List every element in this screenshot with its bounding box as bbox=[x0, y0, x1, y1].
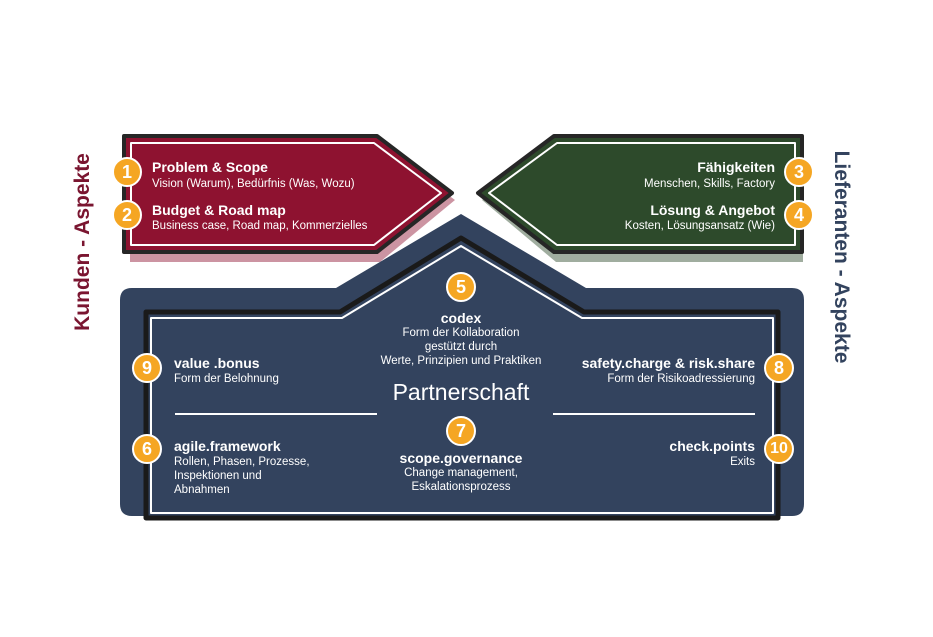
safety-charge-title: safety.charge & risk.share bbox=[581, 355, 755, 371]
codex-line-2: gestützt durch bbox=[424, 341, 498, 353]
customer-aspects-label: Kunden - Aspekte bbox=[71, 153, 94, 331]
scope-governance-line-1: Change management, bbox=[404, 467, 518, 479]
check-points-subtitle: Exits bbox=[730, 456, 755, 468]
badge-4: 4 bbox=[784, 200, 814, 230]
badge-2: 2 bbox=[112, 200, 142, 230]
partnership-house-outline-dark bbox=[143, 235, 781, 521]
partnership-house bbox=[120, 214, 804, 516]
badge-5: 5 bbox=[446, 272, 476, 302]
scope-governance-line-2: Eskalationsprozess bbox=[411, 481, 511, 493]
codex-line-1: Form der Kollaboration bbox=[402, 327, 520, 339]
value-bonus-subtitle: Form der Belohnung bbox=[174, 373, 279, 385]
faehigkeiten-subtitle: Menschen, Skills, Factory bbox=[643, 178, 775, 190]
codex-line-3: Werte, Prinzipien und Praktiken bbox=[380, 355, 542, 367]
partnership-house-outline-white bbox=[150, 245, 774, 514]
problem-scope-title: Problem & Scope bbox=[152, 159, 268, 175]
badge-8: 8 bbox=[764, 353, 794, 383]
agile-framework-line-1: Rollen, Phasen, Prozesse, bbox=[174, 456, 310, 468]
customer-arrow bbox=[122, 134, 454, 254]
badge-10: 10 bbox=[764, 434, 794, 464]
problem-scope-subtitle: Vision (Warum), Bedürfnis (Was, Wozu) bbox=[152, 178, 355, 190]
agile-framework-line-3: Abnahmen bbox=[174, 484, 230, 496]
badge-9: 9 bbox=[132, 353, 162, 383]
badge-7: 7 bbox=[446, 416, 476, 446]
supplier-arrow bbox=[476, 134, 804, 254]
partnerschaft-title: Partnerschaft bbox=[392, 379, 530, 405]
codex-title: codex bbox=[440, 310, 482, 326]
badge-6: 6 bbox=[132, 434, 162, 464]
badge-1: 1 bbox=[112, 157, 142, 187]
badge-3: 3 bbox=[784, 157, 814, 187]
agile-framework-line-2: Inspektionen und bbox=[174, 470, 262, 482]
budget-roadmap-subtitle: Business case, Road map, Kommerzielles bbox=[152, 220, 368, 232]
safety-charge-subtitle: Form der Risikoadressierung bbox=[607, 373, 755, 385]
loesung-angebot-subtitle: Kosten, Lösungsansatz (Wie) bbox=[624, 220, 775, 232]
supplier-aspects-label: Lieferanten - Aspekte bbox=[830, 150, 853, 364]
value-bonus-title: value .bonus bbox=[174, 355, 260, 371]
divider-left bbox=[175, 413, 377, 415]
divider-right bbox=[553, 413, 755, 415]
agile-framework-title: agile.framework bbox=[174, 438, 281, 454]
loesung-angebot-title: Lösung & Angebot bbox=[650, 202, 775, 218]
check-points-title: check.points bbox=[669, 438, 755, 454]
faehigkeiten-title: Fähigkeiten bbox=[697, 159, 775, 175]
budget-roadmap-title: Budget & Road map bbox=[152, 202, 286, 218]
scope-governance-title: scope.governance bbox=[399, 450, 523, 466]
